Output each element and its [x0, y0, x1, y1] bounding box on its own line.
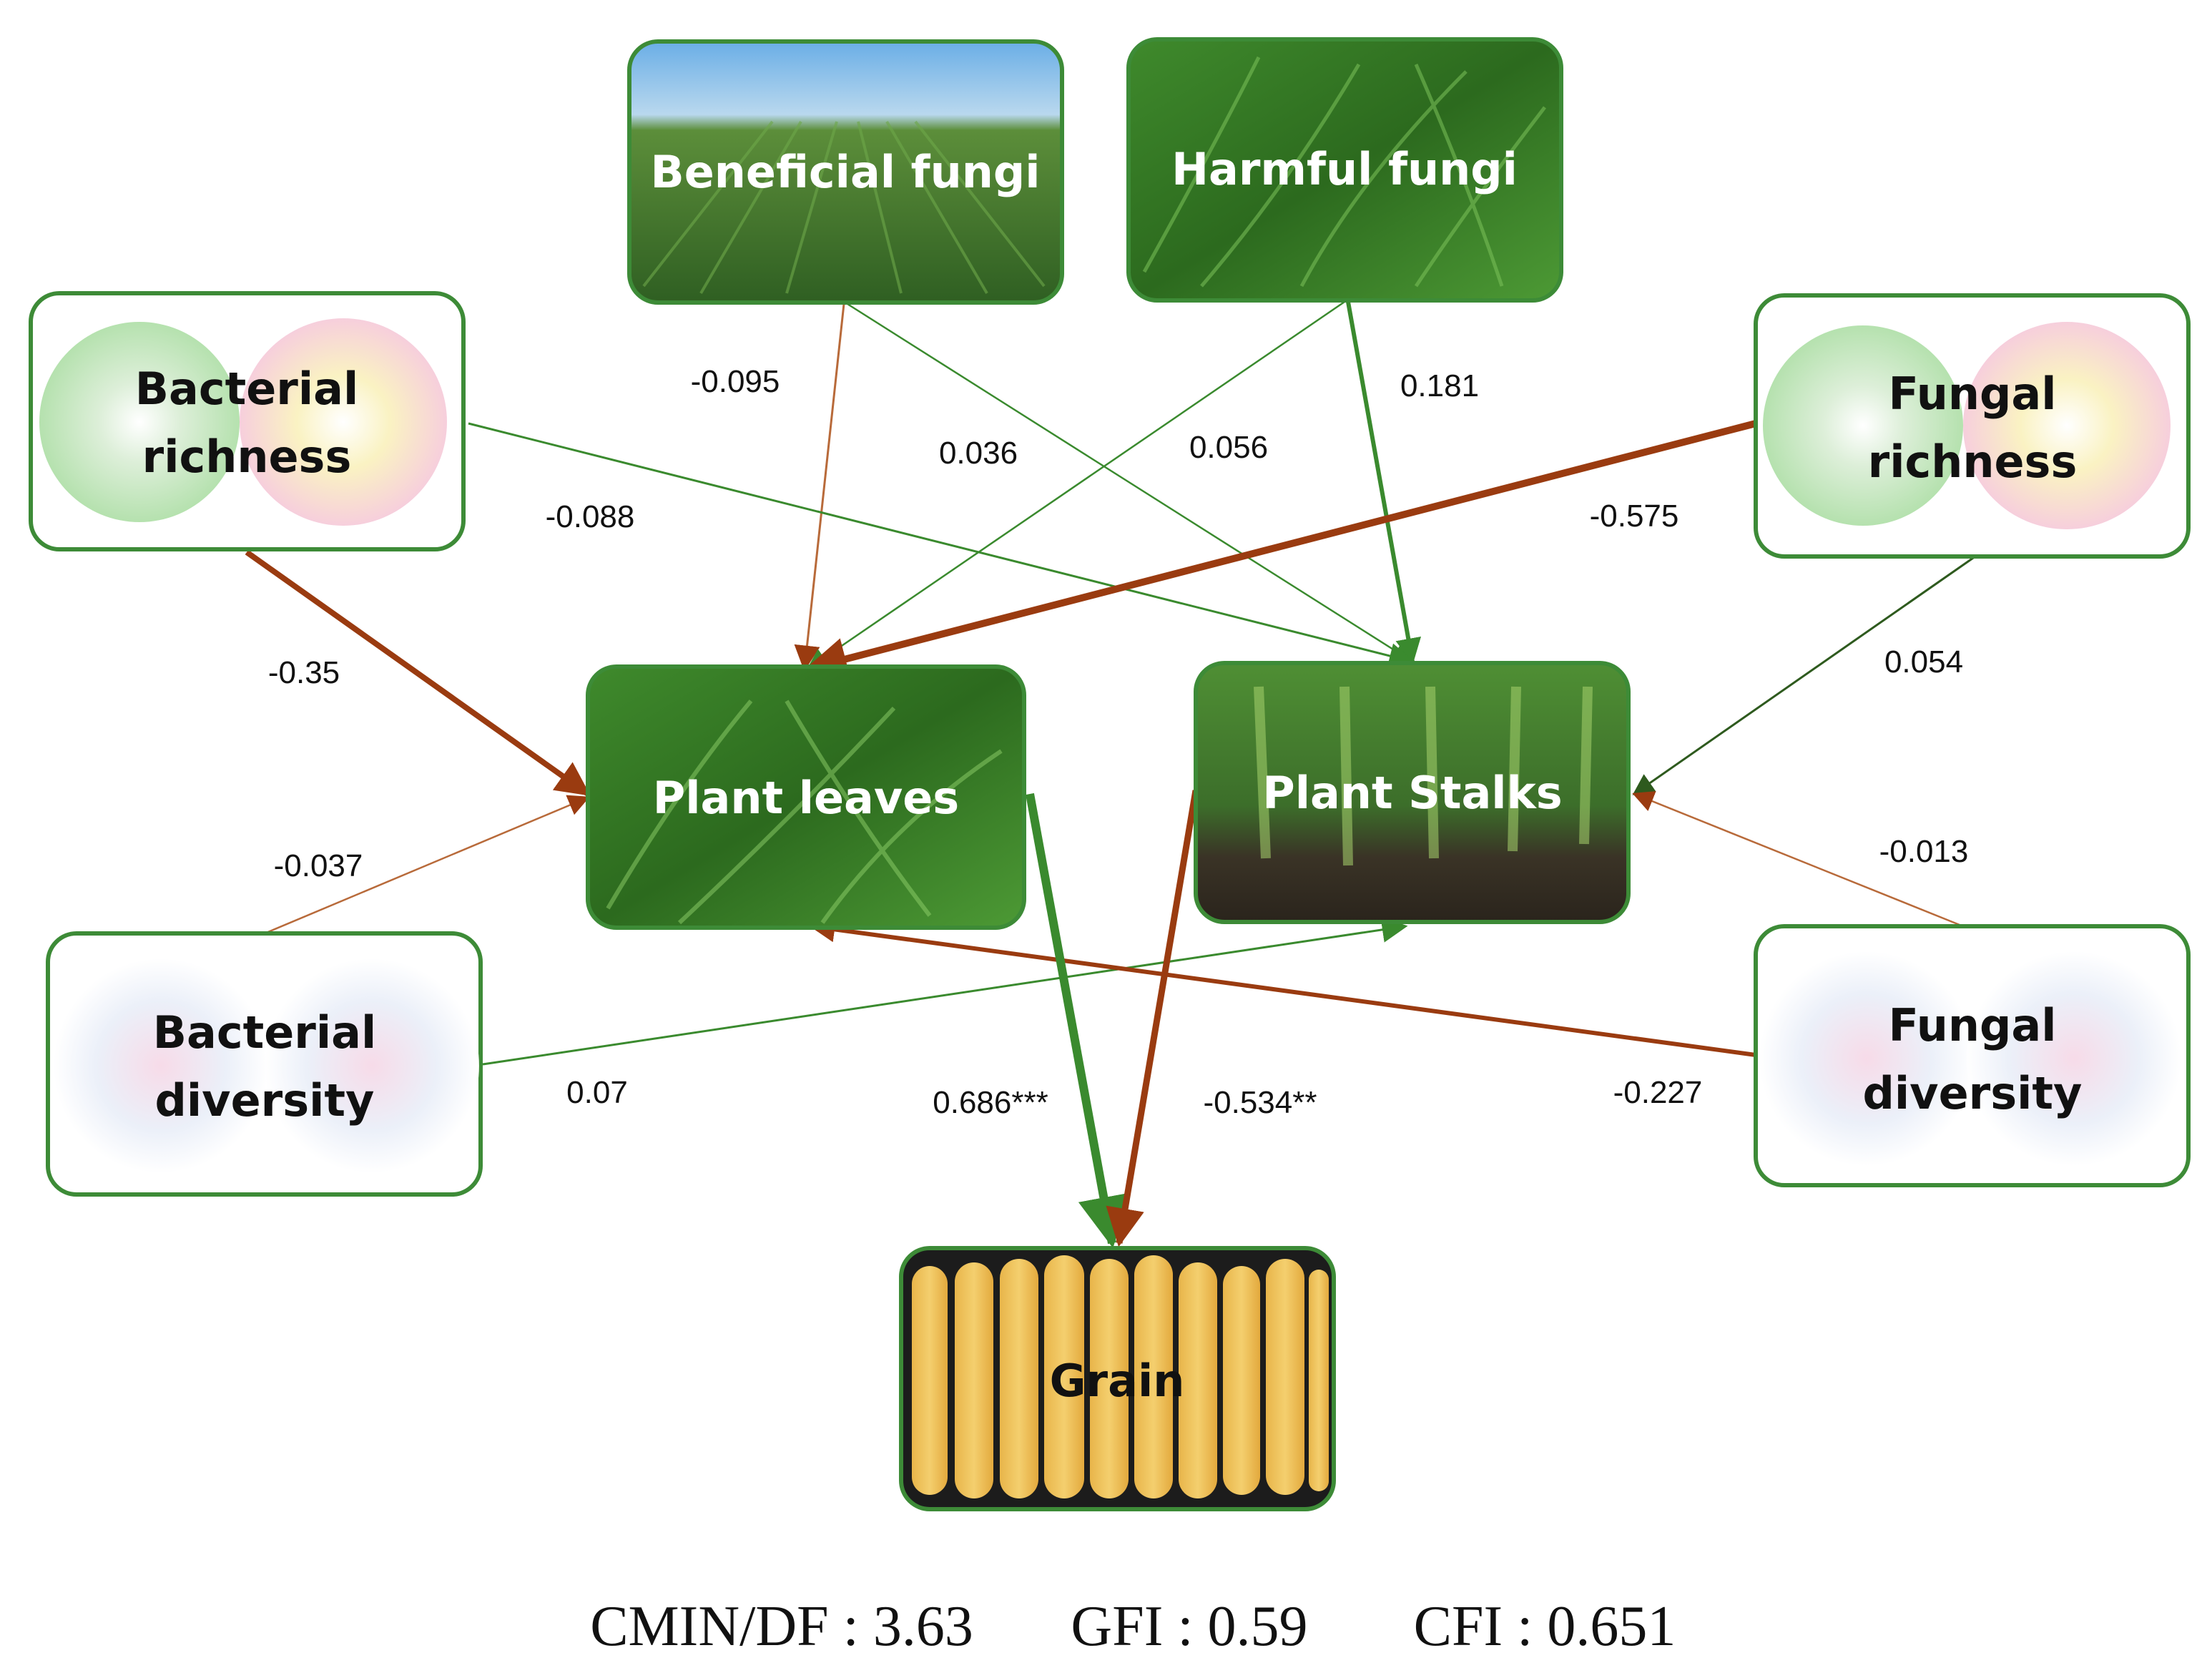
- label-fungal-diversity-stalks: -0.013: [1879, 834, 1969, 869]
- fungal-richness-label-1: Fungal: [1888, 368, 2056, 420]
- edge-bact-richness-to-leaves: [245, 549, 591, 797]
- label-harmful-stalks: 0.181: [1400, 368, 1479, 403]
- taxonomy-wheel-b: [1963, 322, 2171, 529]
- label-beneficial-stalks: 0.036: [939, 436, 1018, 471]
- node-fungal-diversity: Fungal diversity: [1754, 924, 2191, 1187]
- edge-fungal-diversity-to-stalks: [1632, 791, 1964, 928]
- edge-labels: -0.095 0.036 0.056 0.181 -0.088 -0.575 -…: [268, 364, 1969, 1120]
- label-fungal-diversity-leaves: -0.227: [1613, 1075, 1703, 1110]
- edges: [245, 300, 1976, 1249]
- leaf-texture: [1142, 56, 1546, 288]
- edge-fungal-diversity-to-leaves: [809, 916, 1756, 1057]
- edge-bact-diversity-to-stalks: [482, 916, 1408, 1066]
- taxonomy-wheel-a: [1763, 325, 1963, 526]
- taxonomy-wheel-b: [240, 318, 447, 526]
- bacterial-richness-label-1: Bacterial: [135, 363, 358, 415]
- edge-fungal-richness-to-leaves: [804, 420, 1757, 680]
- model-fit-indices: CMIN/DF : 3.63 GFI : 0.59 CFI : 0.651: [590, 1595, 1676, 1658]
- node-fungal-richness: Fungal richness: [1754, 293, 2191, 559]
- label-bact-diversity-stalks: 0.07: [566, 1075, 628, 1110]
- corn-cobs: [912, 1255, 1329, 1498]
- corn-rows-texture: [642, 120, 1046, 295]
- taxonomy-wheel-a: [39, 322, 240, 522]
- fit-gfi: GFI : 0.59: [1071, 1595, 1307, 1658]
- edge-beneficial-to-leaves: [794, 303, 845, 672]
- bacterial-richness-label-2: richness: [142, 431, 352, 483]
- edge-stalks-to-grain: [1106, 790, 1199, 1247]
- harmful-fungi-label: Harmful fungi: [1171, 143, 1518, 195]
- edge-fungal-richness-to-stalks: [1632, 555, 1976, 795]
- stalk-texture: [1254, 686, 1593, 866]
- edge-bact-richness-to-stalks: [468, 422, 1415, 669]
- edge-harmful-to-stalks: [1346, 301, 1422, 664]
- network-graph-a: [1759, 951, 1974, 1166]
- node-beneficial-fungi: Beneficial fungi: [627, 39, 1064, 305]
- label-beneficial-leaves: -0.095: [691, 364, 780, 399]
- network-graph-b: [265, 958, 479, 1173]
- fungal-diversity-label-2: diversity: [1863, 1067, 2083, 1119]
- label-bact-richness-leaves: -0.35: [268, 655, 340, 690]
- edge-bact-diversity-to-leaves: [264, 795, 590, 935]
- leaf-texture: [606, 700, 1003, 925]
- label-fungal-richness-leaves: -0.575: [1590, 499, 1679, 534]
- label-leaves-grain: 0.686***: [933, 1085, 1048, 1120]
- bacterial-diversity-label-2: diversity: [155, 1074, 375, 1127]
- label-bact-richness-stalks: -0.088: [546, 499, 635, 534]
- node-grain: Grain: [899, 1246, 1336, 1511]
- plant-leaves-label: Plant leaves: [653, 772, 959, 824]
- grain-label: Grain: [1050, 1355, 1185, 1407]
- node-plant-leaves: Plant leaves: [586, 664, 1026, 930]
- label-harmful-leaves: 0.056: [1189, 430, 1268, 465]
- node-plant-stalks: Plant Stalks: [1194, 661, 1631, 924]
- beneficial-fungi-label: Beneficial fungi: [650, 146, 1040, 198]
- fit-cmin-df: CMIN/DF : 3.63: [590, 1595, 973, 1658]
- network-graph-a: [54, 958, 268, 1173]
- node-bacterial-richness: Bacterial richness: [29, 291, 466, 551]
- fungal-diversity-label-1: Fungal: [1888, 999, 2056, 1051]
- node-harmful-fungi: Harmful fungi: [1126, 37, 1563, 303]
- network-graph-b: [1967, 951, 2181, 1166]
- edge-leaves-to-grain: [1026, 793, 1129, 1249]
- plant-stalks-label: Plant Stalks: [1262, 767, 1562, 819]
- label-fungal-richness-stalks: 0.054: [1884, 644, 1963, 679]
- fungal-richness-label-2: richness: [1868, 436, 2078, 488]
- fit-cfi: CFI : 0.651: [1414, 1595, 1676, 1658]
- label-bact-diversity-leaves: -0.037: [274, 848, 363, 883]
- bacterial-diversity-label-1: Bacterial: [153, 1006, 376, 1059]
- edge-harmful-to-leaves: [806, 300, 1345, 670]
- edge-beneficial-to-stalks: [847, 303, 1415, 663]
- node-bacterial-diversity: Bacterial diversity: [46, 931, 483, 1197]
- label-stalks-grain: -0.534**: [1203, 1085, 1317, 1120]
